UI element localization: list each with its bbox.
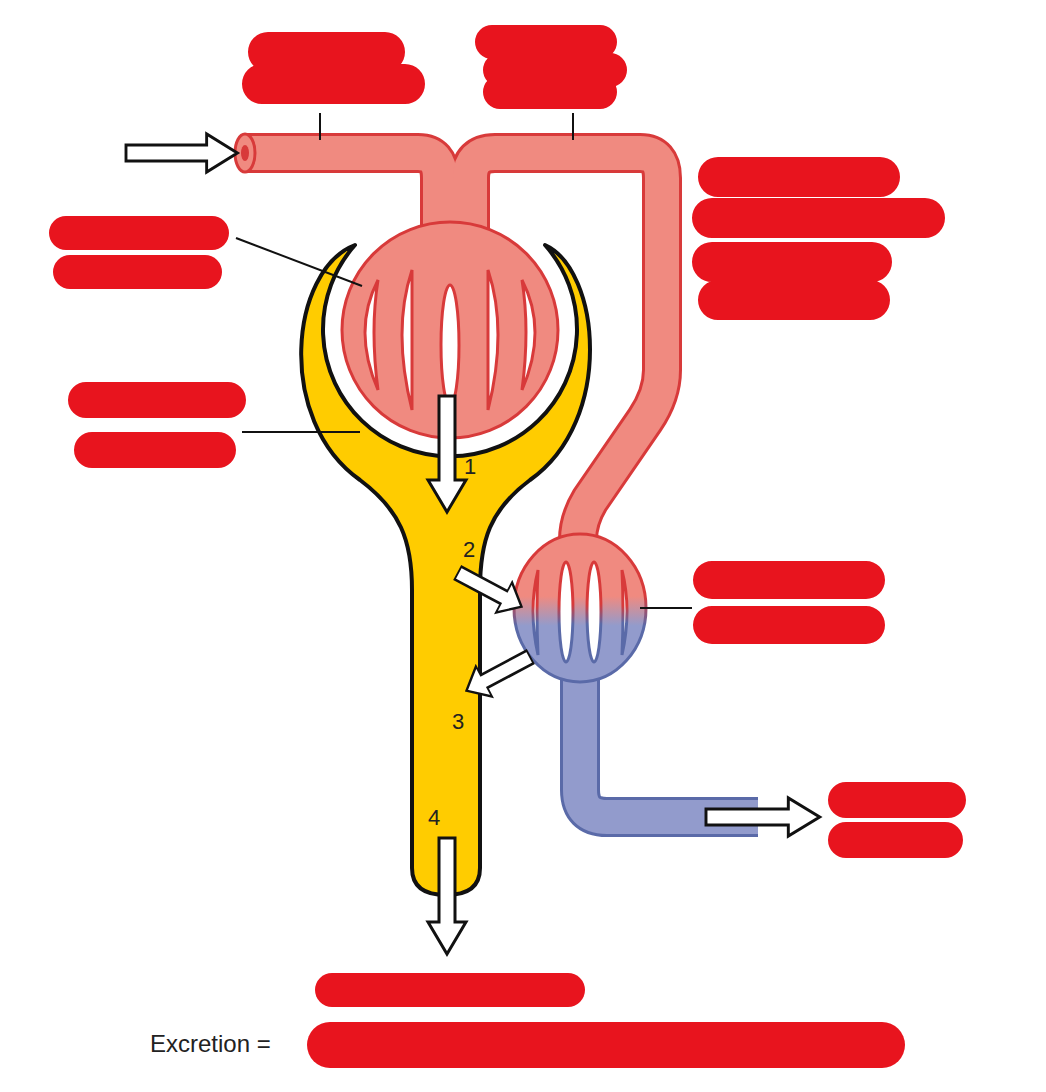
arterioles [235,134,662,540]
peritubular-capillary [514,534,646,682]
leader-lines [236,113,692,608]
callout-number: 2 [463,538,475,562]
excretion-label: Excretion = [150,1031,271,1057]
callout-number: 3 [452,710,464,734]
venule [580,670,758,817]
callout-number: 4 [428,806,440,830]
callout-number: 1 [464,455,476,479]
redaction-scribbles [66,42,948,1045]
